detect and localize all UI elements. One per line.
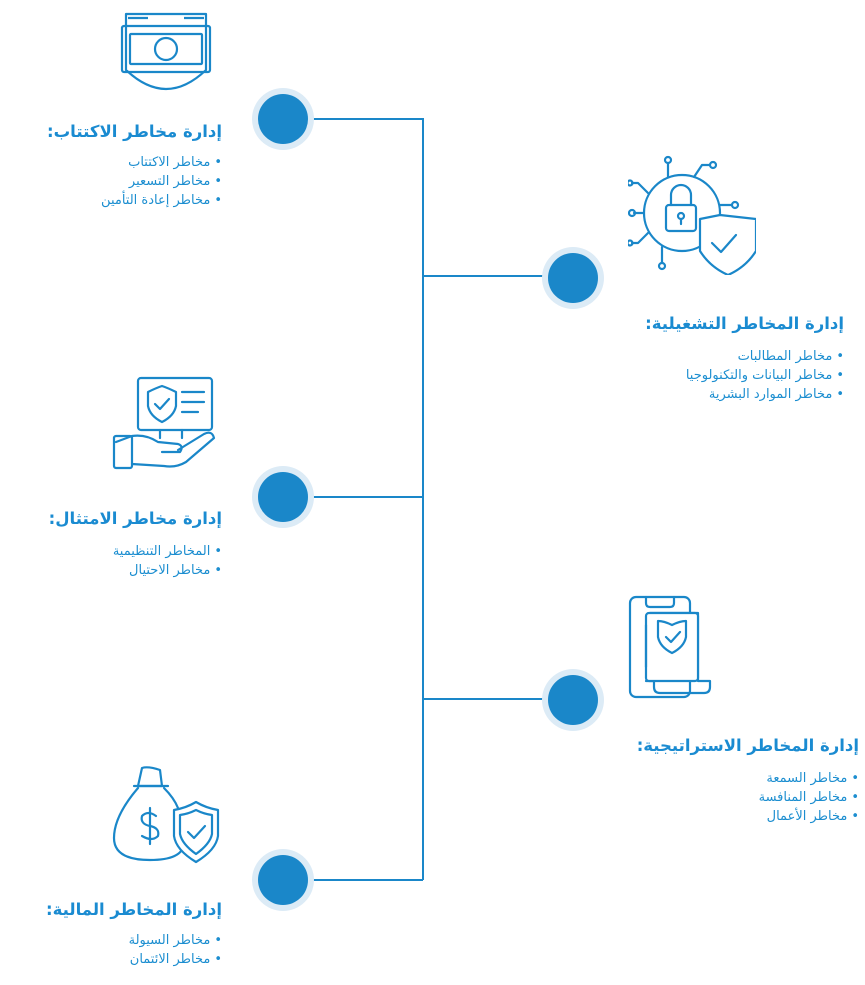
section-operational: إدارة المخاطر التشغيلية: •مخاطر المطالبا… [645,314,844,404]
section-items: •مخاطر السمعة •مخاطر المنافسة •مخاطر الأ… [637,769,859,826]
list-item: •مخاطر السيولة [128,933,222,948]
section-title: إدارة المخاطر الاستراتيجية: [636,736,859,755]
section-items: •مخاطر السيولة •مخاطر الائتمان [46,931,222,969]
node-strategic [548,675,598,725]
bullet: • [214,933,222,948]
circuit-lock-shield-icon [628,155,756,275]
list-item: •مخاطر الأعمال [766,809,859,824]
phone-document-shield-icon [628,595,714,701]
section-title: إدارة المخاطر المالية: [46,900,222,919]
bullet: • [214,174,222,189]
list-item: •مخاطر المطالبات [737,349,844,364]
bullet: • [836,368,844,383]
section-title: إدارة المخاطر التشغيلية: [645,314,844,333]
node-financial [258,855,308,905]
section-strategic: إدارة المخاطر الاستراتيجية: •مخاطر السمع… [637,736,859,826]
section-title: إدارة مخاطر الامتثال: [48,509,222,528]
bullet: • [214,544,222,559]
node-operational [548,253,598,303]
bullet: • [836,349,844,364]
list-item: •مخاطر الاحتيال [129,563,222,578]
bullet: • [214,193,222,208]
section-items: •مخاطر الاكتتاب •مخاطر التسعير •مخاطر إع… [47,153,222,210]
list-item: •مخاطر البيانات والتكنولوجيا [685,368,844,383]
hand-certificate-icon [112,372,220,472]
list-item: •مخاطر الاكتتاب [128,155,222,170]
list-item: •مخاطر الموارد البشرية [708,387,844,402]
list-item: •مخاطر المنافسة [758,790,859,805]
node-underwriting [258,94,308,144]
section-items: •المخاطر التنظيمية •مخاطر الاحتيال [49,542,222,580]
section-compliance: إدارة مخاطر الامتثال: •المخاطر التنظيمية… [49,509,222,580]
section-underwriting: إدارة مخاطر الاكتتاب: •مخاطر الاكتتاب •م… [47,122,222,210]
section-title: إدارة مخاطر الاكتتاب: [47,122,222,141]
bullet: • [214,952,222,967]
banknote-shield-icon [118,8,214,104]
bullet: • [836,387,844,402]
list-item: •مخاطر التسعير [128,174,222,189]
node-compliance [258,472,308,522]
list-item: •مخاطر إعادة التأمين [101,193,222,208]
section-financial: إدارة المخاطر المالية: •مخاطر السيولة •م… [46,900,222,969]
bullet: • [851,809,859,824]
bullet: • [214,563,222,578]
bullet: • [851,771,859,786]
list-item: •المخاطر التنظيمية [112,544,222,559]
section-items: •مخاطر المطالبات •مخاطر البيانات والتكنو… [645,347,844,404]
money-bag-shield-icon [112,764,222,866]
list-item: •مخاطر السمعة [766,771,859,786]
list-item: •مخاطر الائتمان [129,952,222,967]
bullet: • [851,790,859,805]
bullet: • [214,155,222,170]
